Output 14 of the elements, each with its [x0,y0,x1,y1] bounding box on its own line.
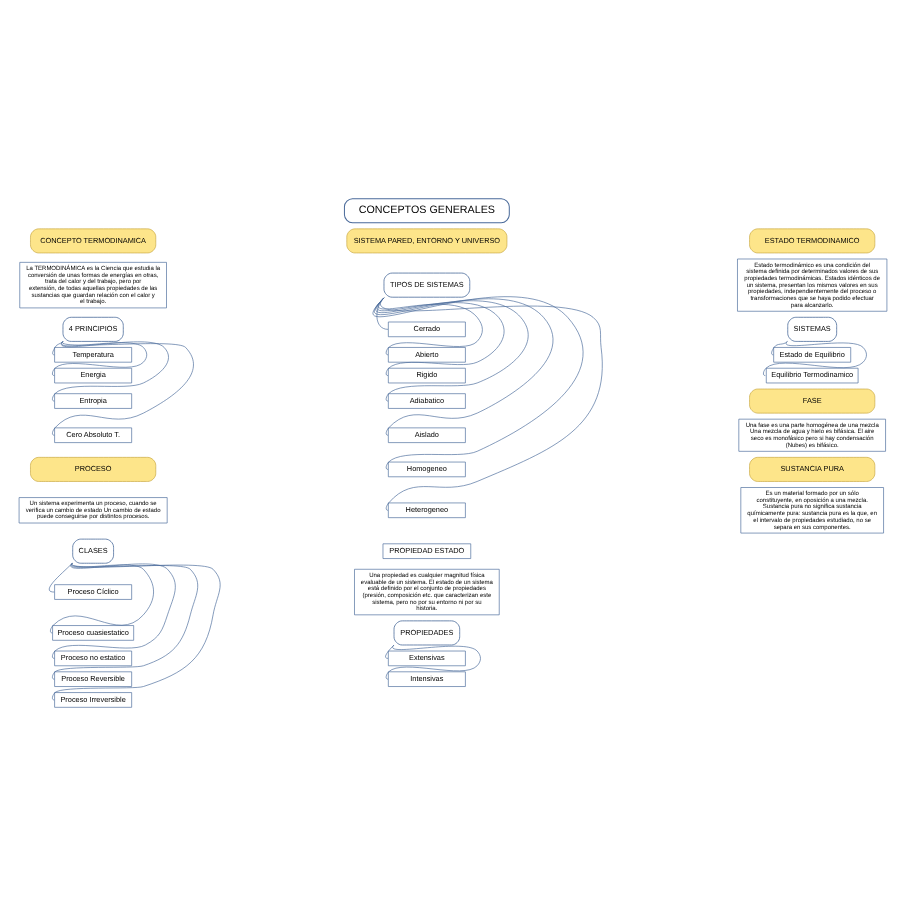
connector [377,297,505,376]
connector [375,297,529,402]
connector [52,341,64,356]
connector [52,341,148,376]
connector [373,296,584,470]
connector [52,341,194,436]
connector [385,644,395,659]
connector [380,297,603,511]
connector [763,341,867,376]
connector [52,341,169,402]
connector [385,644,481,680]
connector [48,562,73,593]
connector [771,341,788,356]
connector [374,297,554,436]
